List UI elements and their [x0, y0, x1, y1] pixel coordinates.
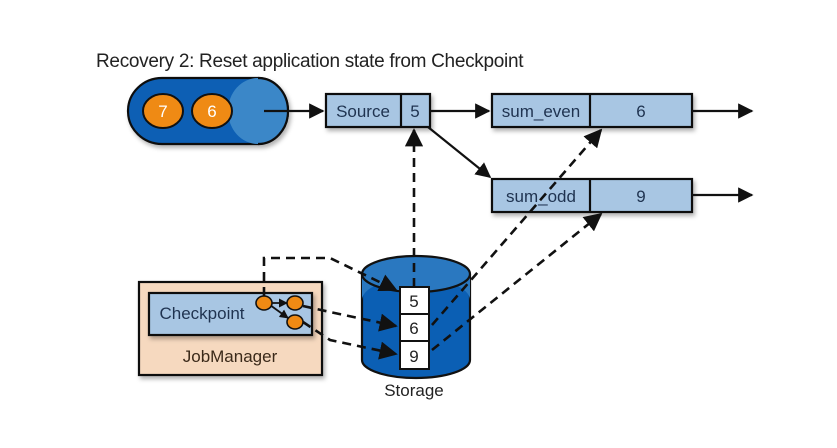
sum-odd-label: sum_odd	[506, 187, 576, 206]
storage-label: Storage	[384, 381, 444, 400]
sum-even-state-value: 6	[636, 102, 645, 121]
storage-cell-value: 9	[409, 347, 418, 366]
checkpoint-node	[286, 295, 304, 311]
diagram-title: Recovery 2: Reset application state from…	[96, 51, 524, 72]
sum-odd-operator	[490, 177, 694, 214]
queue-event: 7	[142, 93, 184, 129]
queue-event-label: 7	[158, 102, 167, 121]
source-state-value: 5	[410, 102, 419, 121]
sum-even-operator	[490, 92, 694, 129]
queue-event: 6	[191, 93, 233, 129]
checkpoint-to-storage-arrow	[262, 256, 398, 296]
checkpoint-to-storage-arrow	[302, 320, 398, 360]
storage-cell-value: 6	[409, 319, 418, 338]
checkpoint-label: Checkpoint	[159, 304, 244, 323]
source-to-sum-odd-arrow	[427, 126, 492, 178]
sum-even-label: sum_even	[502, 102, 580, 121]
restore-sum-odd-arrow	[431, 212, 603, 352]
source-label: Source	[336, 102, 390, 121]
job-manager-label: JobManager	[183, 347, 278, 366]
checkpoint-node	[255, 295, 273, 311]
storage-cell-value: 5	[409, 292, 418, 311]
sum-odd-state-value: 9	[636, 187, 645, 206]
storage-cells	[399, 286, 430, 370]
checkpoint-link-arrow	[269, 304, 289, 319]
checkpoint-node	[286, 314, 304, 330]
restore-sum-even-arrow	[431, 128, 603, 326]
source-operator	[324, 92, 432, 129]
queue-event-label: 6	[207, 102, 216, 121]
